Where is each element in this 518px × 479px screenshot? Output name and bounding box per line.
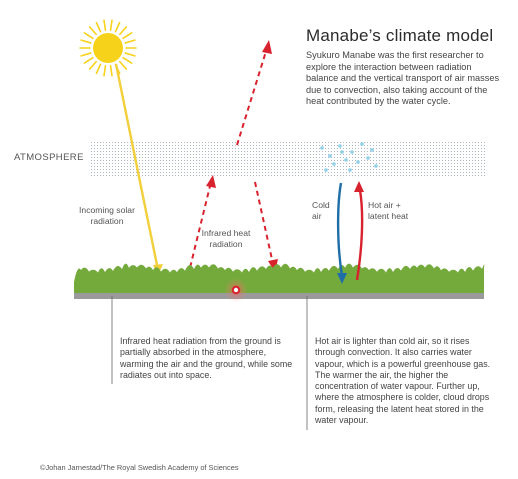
infrared-up-arrow bbox=[187, 175, 216, 277]
hot-air-label: Hot air + latent heat bbox=[368, 200, 409, 221]
infrared-description: Infrared heat radiation from the ground … bbox=[120, 336, 293, 380]
infrared-escape-arrow bbox=[236, 40, 272, 146]
sun-icon bbox=[79, 19, 137, 77]
convection-description: Hot air is lighter than cold air, so it … bbox=[315, 336, 491, 426]
hot-air-arrow bbox=[354, 181, 364, 281]
cold-air-label: Cold air bbox=[312, 200, 330, 221]
infrared-down-arrow bbox=[254, 181, 278, 272]
cold-air-arrow bbox=[336, 182, 347, 284]
ground bbox=[74, 263, 485, 299]
infrared-radiation-label: Infrared heat radiation bbox=[201, 228, 251, 249]
incoming-radiation-label: Incoming solar radiation bbox=[79, 205, 135, 226]
heat-source-icon bbox=[224, 278, 248, 302]
atmosphere-label: ATMOSPHERE bbox=[14, 152, 84, 163]
atmosphere-band bbox=[90, 141, 485, 177]
intro-text: Syukuro Manabe was the first researcher … bbox=[306, 50, 500, 107]
diagram-title: Manabe’s climate model bbox=[306, 26, 494, 45]
image-credit: ©Johan Jarnestad/The Royal Swedish Acade… bbox=[40, 463, 239, 472]
cloud-droplets bbox=[320, 142, 378, 172]
